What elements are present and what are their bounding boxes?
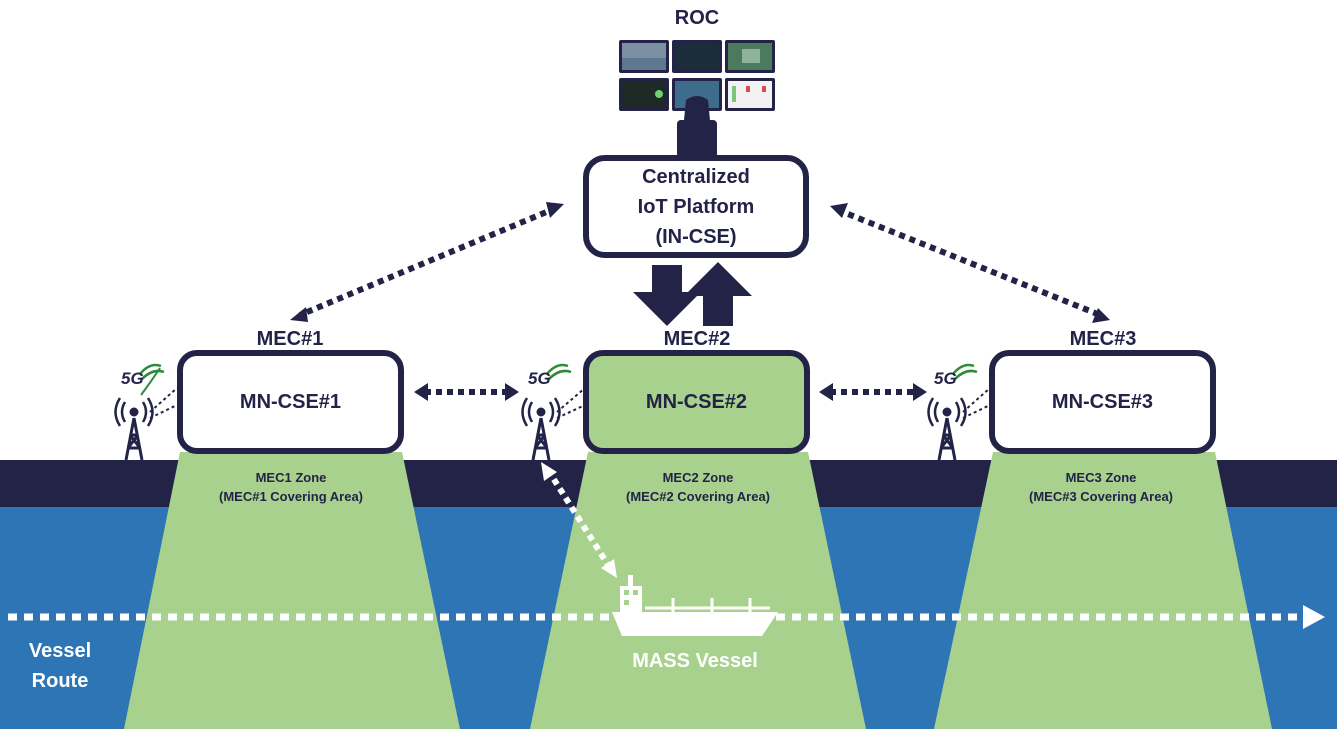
mn-cse3-label: MN-CSE#3: [1051, 390, 1154, 413]
tower-box-link-3: [962, 387, 991, 419]
vessel-route-label: Vessel Route: [14, 636, 106, 696]
vessel-route-line2: Route: [31, 670, 89, 692]
mec3-zone: [934, 452, 1272, 729]
mec1-zone: [124, 452, 460, 729]
fiveg-signal-icon-2: [546, 363, 572, 380]
mec2-zone-subtitle: (MEC#2 Covering Area): [626, 489, 770, 504]
fiveg-signal-icon-1: [139, 363, 165, 380]
up-arrow: [684, 262, 752, 326]
mn-cse1-label: MN-CSE#1: [239, 390, 342, 413]
platform-line3: (IN-CSE): [655, 225, 737, 248]
vessel-route-line1: Vessel: [28, 640, 92, 662]
platform-line1: Centralized: [642, 165, 750, 188]
mec3-label: MEC#3: [1069, 328, 1137, 350]
ship-icon: [612, 575, 778, 636]
mass-vessel-label: MASS Vessel: [632, 650, 758, 672]
mec3-zone-title: MEC3 Zone: [1065, 470, 1137, 485]
link-platform-mec3: [836, 207, 1102, 318]
roc-monitor-wall: [619, 40, 775, 111]
mec2-zone-title: MEC2 Zone: [662, 470, 734, 485]
tower-vessel-link: [545, 468, 613, 570]
fiveg-signal-icon-3: [952, 363, 978, 380]
tower-vessel-arrow-top: [541, 462, 557, 481]
tower-box-link-1: [149, 387, 178, 419]
mec1-label: MEC#1: [256, 328, 324, 350]
mn-cse2-label: MN-CSE#2: [645, 390, 748, 413]
mec2-label: MEC#2: [663, 328, 731, 350]
mec3-zone-label: MEC3 Zone (MEC#3 Covering Area): [1001, 468, 1201, 506]
mn-cse1-box: MN-CSE#1: [177, 350, 404, 454]
fiveg-label-3: 5G: [934, 369, 957, 388]
mec3-zone-subtitle: (MEC#3 Covering Area): [1029, 489, 1173, 504]
down-arrow: [633, 265, 701, 326]
tower-box-link-2: [556, 387, 586, 419]
mec1-zone-title: MEC1 Zone: [255, 470, 327, 485]
link-platform-mec1: [298, 205, 558, 318]
central-iot-platform-box: Centralized IoT Platform (IN-CSE): [583, 155, 809, 258]
cell-tower-icon-2: [521, 397, 561, 461]
cell-tower-icon-1: [114, 367, 161, 461]
mec1-zone-label: MEC1 Zone (MEC#1 Covering Area): [191, 468, 391, 506]
mec2-zone-label: MEC2 Zone (MEC#2 Covering Area): [598, 468, 798, 506]
roc-label: ROC: [674, 7, 720, 29]
mec2-zone: [530, 452, 866, 729]
vessel-route-arrowhead: [1303, 605, 1325, 629]
tower-vessel-arrow-bottom: [601, 559, 617, 578]
cell-tower-icon-3: [927, 397, 967, 461]
mn-cse2-box: MN-CSE#2: [583, 350, 810, 454]
platform-line2: IoT Platform: [637, 195, 755, 218]
operator-icon: [677, 96, 717, 158]
mn-cse3-box: MN-CSE#3: [989, 350, 1216, 454]
mec1-zone-subtitle: (MEC#1 Covering Area): [219, 489, 363, 504]
fiveg-label-1: 5G: [121, 369, 144, 388]
fiveg-label-2: 5G: [528, 369, 551, 388]
